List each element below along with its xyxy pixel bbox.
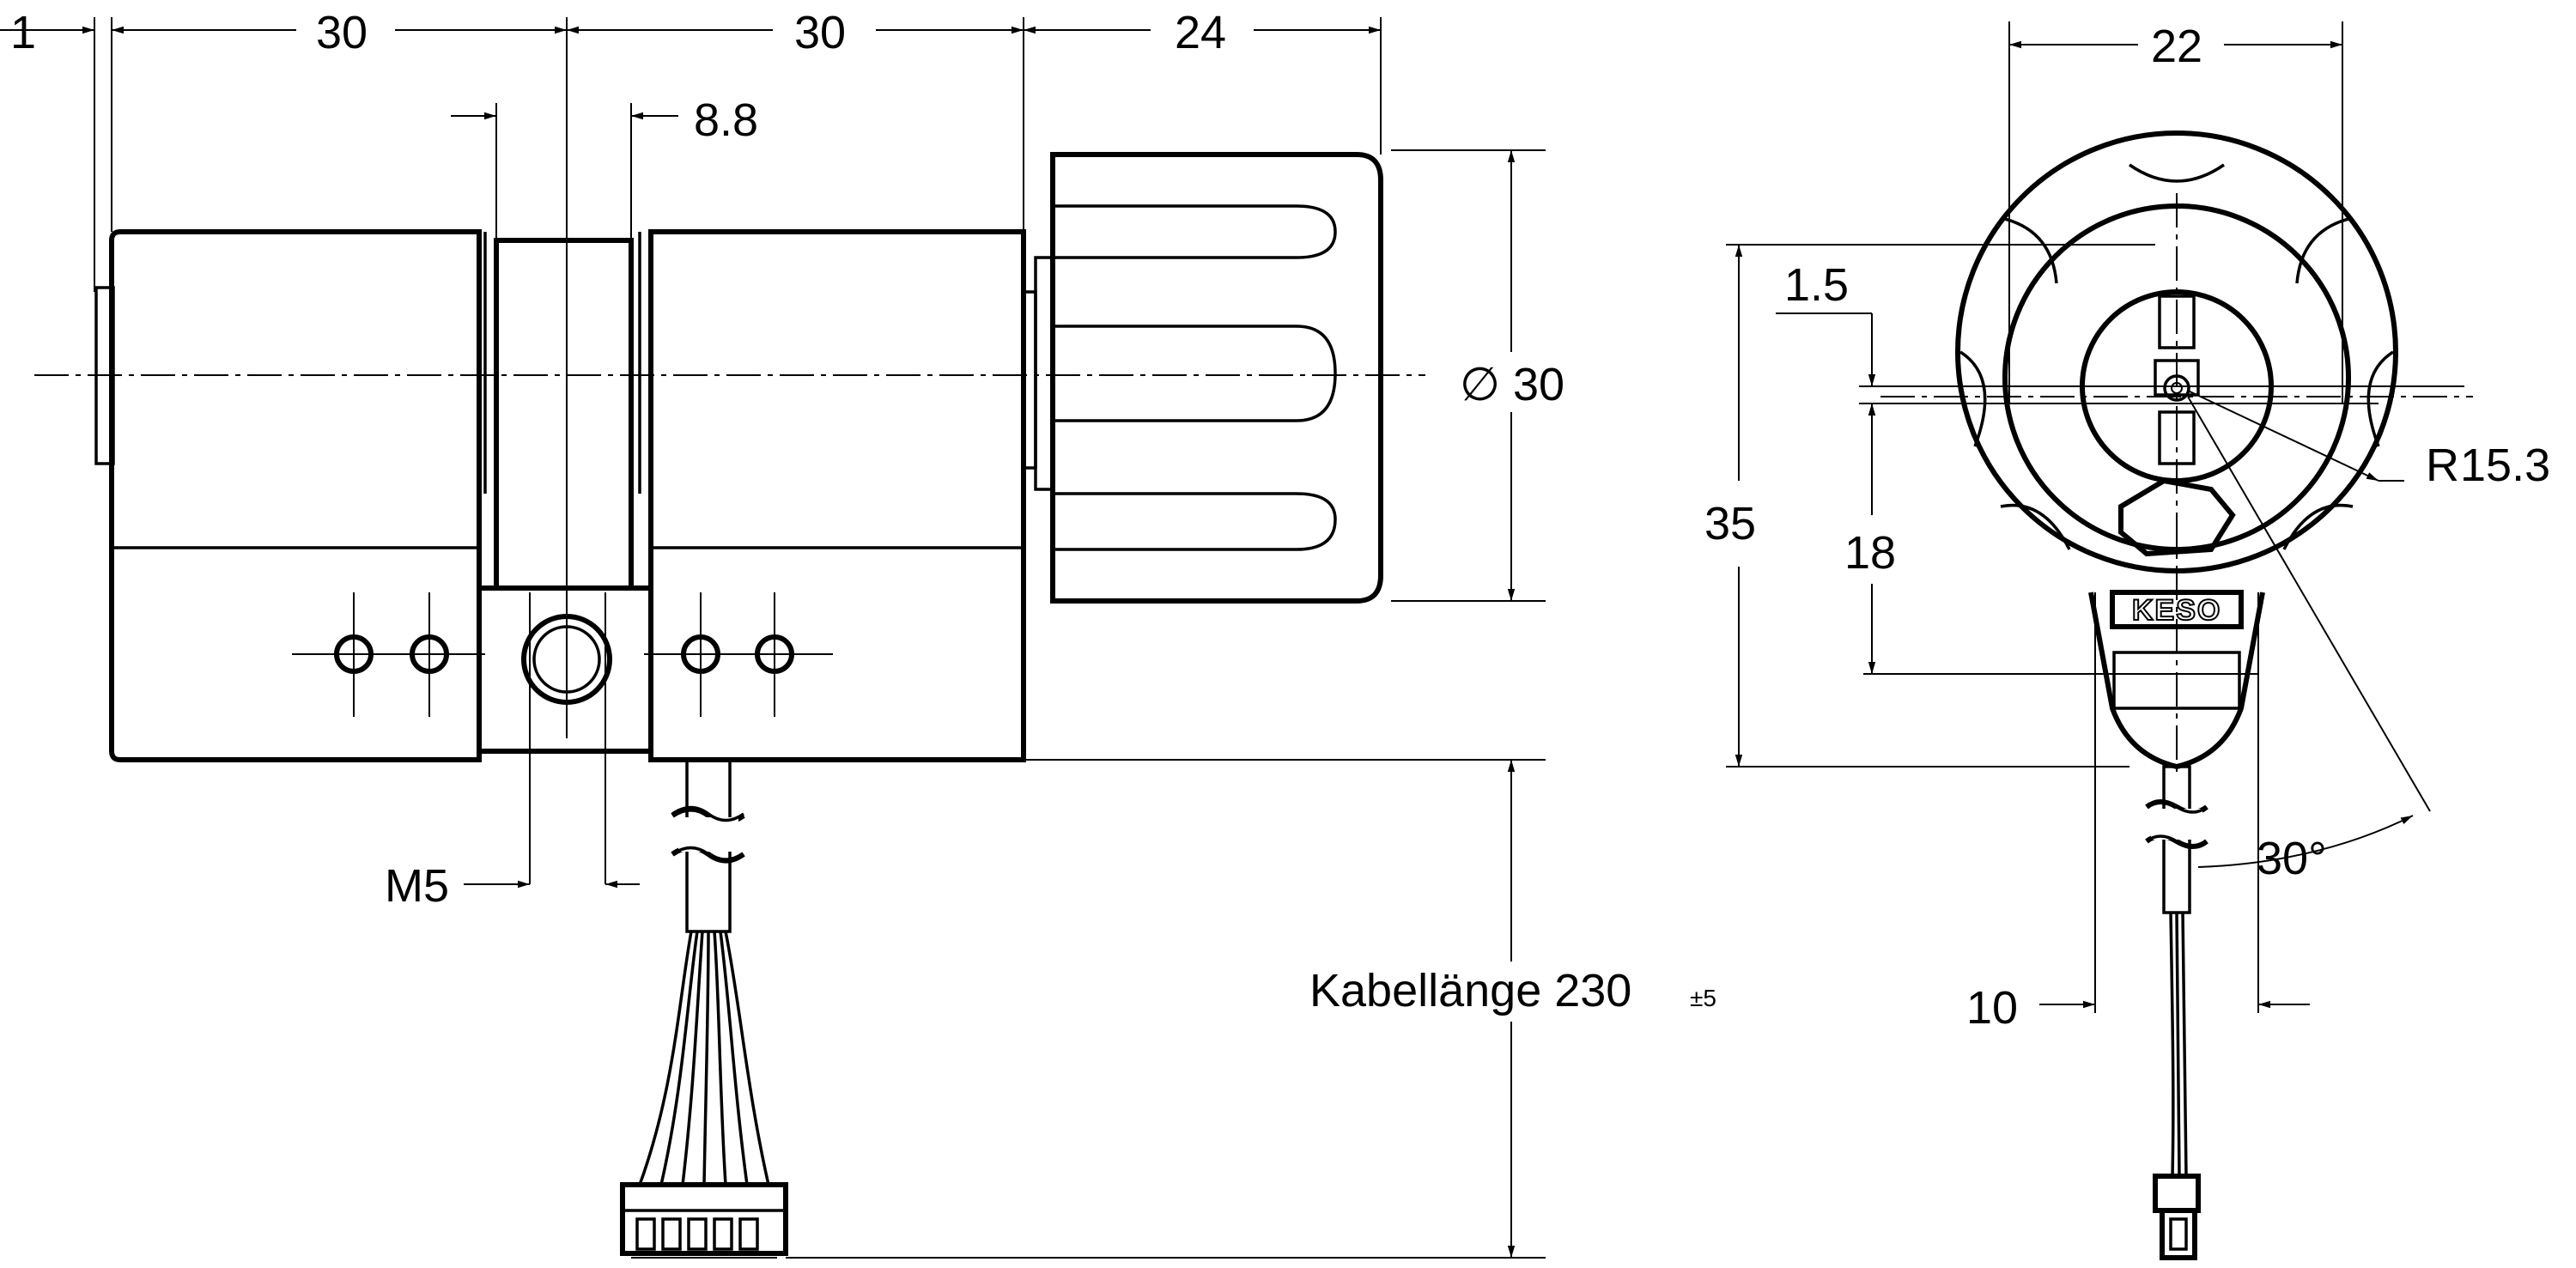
angle-dimension (2187, 396, 2431, 868)
dim-top-30-left: 30 (316, 7, 368, 58)
front-cable (2145, 765, 2208, 1177)
left-cylinder-body (94, 229, 482, 762)
top-dimension-chain (0, 17, 1382, 738)
cam-section (477, 232, 653, 754)
cam-dimension (451, 103, 678, 249)
mounting-holes (292, 592, 833, 717)
cable-length-tolerance: ±5 (1690, 985, 1716, 1011)
dim-height-35: 35 (1704, 498, 1756, 549)
dim-cam-8-8: 8.8 (694, 94, 758, 146)
radius-dimension (2187, 390, 2404, 482)
cable (638, 758, 770, 1186)
front-view: 22 35 1.5 18 (1704, 21, 2550, 1260)
m5-thread-hole (464, 592, 640, 889)
cable-connector (620, 1182, 788, 1259)
dim-cam-width-10: 10 (1966, 982, 2018, 1034)
dim-top-24: 24 (1175, 7, 1226, 58)
thumb-knob (1050, 152, 1383, 604)
dim-radius-15-3: 15.3 (2460, 440, 2550, 491)
center-dimension (1863, 403, 2258, 675)
dim-offset-1-5: 1.5 (1784, 259, 1849, 311)
diameter-dimension (1391, 149, 1571, 602)
side-view: 1 30 30 24 8.8 (0, 7, 1716, 1259)
dim-top-30-right: 30 (794, 7, 846, 58)
cam-width-dimension (2039, 592, 2310, 1013)
dim-top-1: 1 (10, 7, 36, 58)
offset-dimension (1776, 312, 2464, 429)
dim-width-22: 22 (2151, 21, 2202, 72)
height-dimension (1726, 244, 2155, 767)
front-connector (2153, 1174, 2201, 1260)
cable-length-label: Kabellänge 230 (1309, 965, 1631, 1016)
dim-radius-prefix: R (2426, 440, 2459, 491)
dim-diameter-30: 30 (1513, 359, 1564, 410)
right-cylinder-body (648, 229, 1054, 762)
dim-diameter-symbol: ∅ (1460, 359, 1500, 410)
dim-thread-m5: M5 (385, 860, 449, 912)
dim-angle-30: 30° (2257, 833, 2327, 884)
dim-center-18: 18 (1844, 527, 1896, 579)
cable-length-dimension (786, 759, 1563, 1259)
